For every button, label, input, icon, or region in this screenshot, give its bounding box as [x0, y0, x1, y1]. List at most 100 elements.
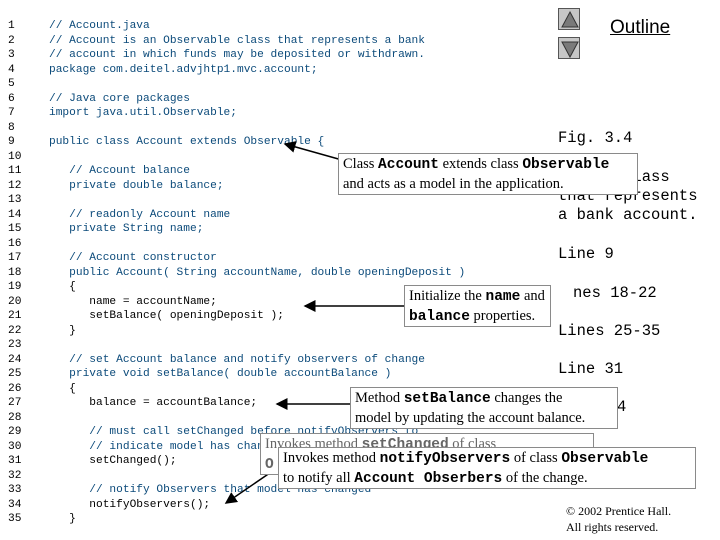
line-number: 33 — [8, 484, 22, 496]
line-ref-18-22: nes 18-22 — [573, 284, 657, 302]
line-number: 22 — [8, 324, 22, 337]
code-line: 34 notifyObservers(); — [5, 498, 552, 513]
arrow-class-account — [283, 141, 343, 161]
code-line: 15 private String name; — [5, 222, 552, 237]
code-text: notifyObservers(); — [49, 498, 211, 511]
code-line: 11 // Account balance — [5, 164, 552, 179]
code-line: 3 // account in which funds may be deposi… — [5, 48, 552, 63]
callout-setbalance: Method setBalance changes the model by u… — [350, 387, 618, 429]
line-number: 23 — [8, 339, 22, 351]
code-line: 28 — [5, 411, 552, 426]
line-number: 3 — [8, 49, 15, 61]
code-text: private String name; — [49, 223, 204, 235]
code-line: 17 // Account constructor — [5, 251, 552, 266]
code-text: setBalance( openingDeposit ); — [49, 310, 284, 322]
code-line: 26 { — [5, 382, 552, 397]
code-text: name = accountName; — [49, 295, 217, 308]
callout-notify-observers: Invokes method notifyObservers of class … — [278, 447, 696, 489]
triangle-down-icon — [561, 41, 579, 59]
line-number: 4 — [8, 63, 15, 76]
code-line: 21 setBalance( openingDeposit ); — [5, 309, 552, 324]
code-line: 2 // Account is an Observable class that … — [5, 34, 552, 49]
code-line: 32 — [5, 469, 552, 484]
code-line: 25 private void setBalance( double accou… — [5, 367, 552, 382]
code-text: } — [49, 513, 76, 525]
code-text: } — [49, 324, 76, 337]
line-ref-25-35: Lines 25-35 — [558, 322, 661, 340]
line-number: 26 — [8, 382, 22, 395]
next-slide-button[interactable] — [558, 37, 580, 59]
line-number: 32 — [8, 469, 22, 482]
code-line: 8 — [5, 121, 552, 136]
line-number: 34 — [8, 498, 22, 511]
code-line: 14 // readonly Account name — [5, 208, 552, 223]
callout-class-account: Class Account extends class Observable a… — [338, 153, 638, 195]
code-text: // account in which funds may be deposit… — [49, 49, 425, 61]
line-number: 18 — [8, 266, 22, 279]
code-line: 4 package com.deitel.advjhtp1.mvc.account… — [5, 63, 552, 78]
triangle-up-icon — [561, 10, 579, 28]
line-number: 15 — [8, 223, 22, 235]
line-number: 5 — [8, 78, 15, 90]
code-line: 13 — [5, 193, 552, 208]
code-line: 7 import java.util.Observable; — [5, 106, 552, 121]
previous-slide-button[interactable] — [558, 8, 580, 30]
line-number: 24 — [8, 353, 22, 366]
line-number: 28 — [8, 411, 22, 424]
code-text: // Java core packages — [49, 92, 190, 105]
line-number: 19 — [8, 281, 22, 293]
code-text: { — [49, 281, 76, 293]
line-number: 11 — [8, 165, 22, 177]
code-text: package com.deitel.advjhtp1.mvc.account; — [49, 63, 318, 76]
figure-description-3: a bank account. — [558, 206, 698, 224]
line-number: 30 — [8, 440, 22, 453]
code-text: // Account balance — [49, 165, 190, 177]
line-ref-9: Line 9 — [558, 245, 614, 263]
line-number: 20 — [8, 295, 22, 308]
line-number: 12 — [8, 179, 22, 192]
code-line: 24 // set Account balance and notify obs… — [5, 353, 552, 368]
code-line: 6 // Java core packages — [5, 92, 552, 107]
code-text: private double balance; — [49, 179, 224, 192]
line-ref-31: Line 31 — [558, 360, 624, 378]
line-number: 7 — [8, 107, 15, 119]
code-text: // Account.java — [49, 20, 150, 32]
outline-title[interactable]: Outline — [610, 17, 671, 38]
line-number: 25 — [8, 368, 22, 380]
code-line: 23 — [5, 338, 552, 353]
line-number: 35 — [8, 513, 22, 525]
code-text: // Account constructor — [49, 252, 217, 264]
code-line: 22 } — [5, 324, 552, 339]
line-number: 16 — [8, 237, 22, 250]
line-number: 10 — [8, 150, 22, 163]
line-number: 1 — [8, 20, 15, 32]
line-number: 31 — [8, 455, 22, 467]
code-text: setChanged(); — [49, 455, 177, 467]
code-text: // set Account balance and notify observ… — [49, 353, 425, 366]
line-number: 14 — [8, 208, 22, 221]
code-text: public class Account extends Observable … — [49, 136, 325, 148]
line-number: 29 — [8, 426, 22, 438]
line-number: 2 — [8, 34, 15, 47]
line-number: 13 — [8, 194, 22, 206]
line-number: 21 — [8, 310, 22, 322]
code-text: // readonly Account name — [49, 208, 231, 221]
code-line: 1 // Account.java — [5, 19, 552, 34]
line-number: 8 — [8, 121, 15, 134]
callout-init-properties: Initialize the name and balance properti… — [404, 285, 551, 327]
code-line: 27 balance = accountBalance; — [5, 396, 552, 411]
line-number: 17 — [8, 252, 22, 264]
code-text: { — [49, 382, 76, 395]
figure-label: Fig. 3.4 — [558, 129, 633, 147]
code-line: 18 public Account( String accountName, d… — [5, 266, 552, 281]
line-number: 6 — [8, 92, 15, 105]
code-text: // Account is an Observable class that r… — [49, 34, 425, 47]
line-ref-34: 4 — [617, 398, 627, 416]
code-text: balance = accountBalance; — [49, 397, 258, 409]
code-text: public Account( String accountName, doub… — [49, 266, 466, 279]
code-line: 20 name = accountName; — [5, 295, 552, 310]
code-text: import java.util.Observable; — [49, 107, 237, 119]
code-line: 10 — [5, 150, 552, 165]
copyright: © 2002 Prentice Hall. All rights reserve… — [566, 504, 672, 534]
